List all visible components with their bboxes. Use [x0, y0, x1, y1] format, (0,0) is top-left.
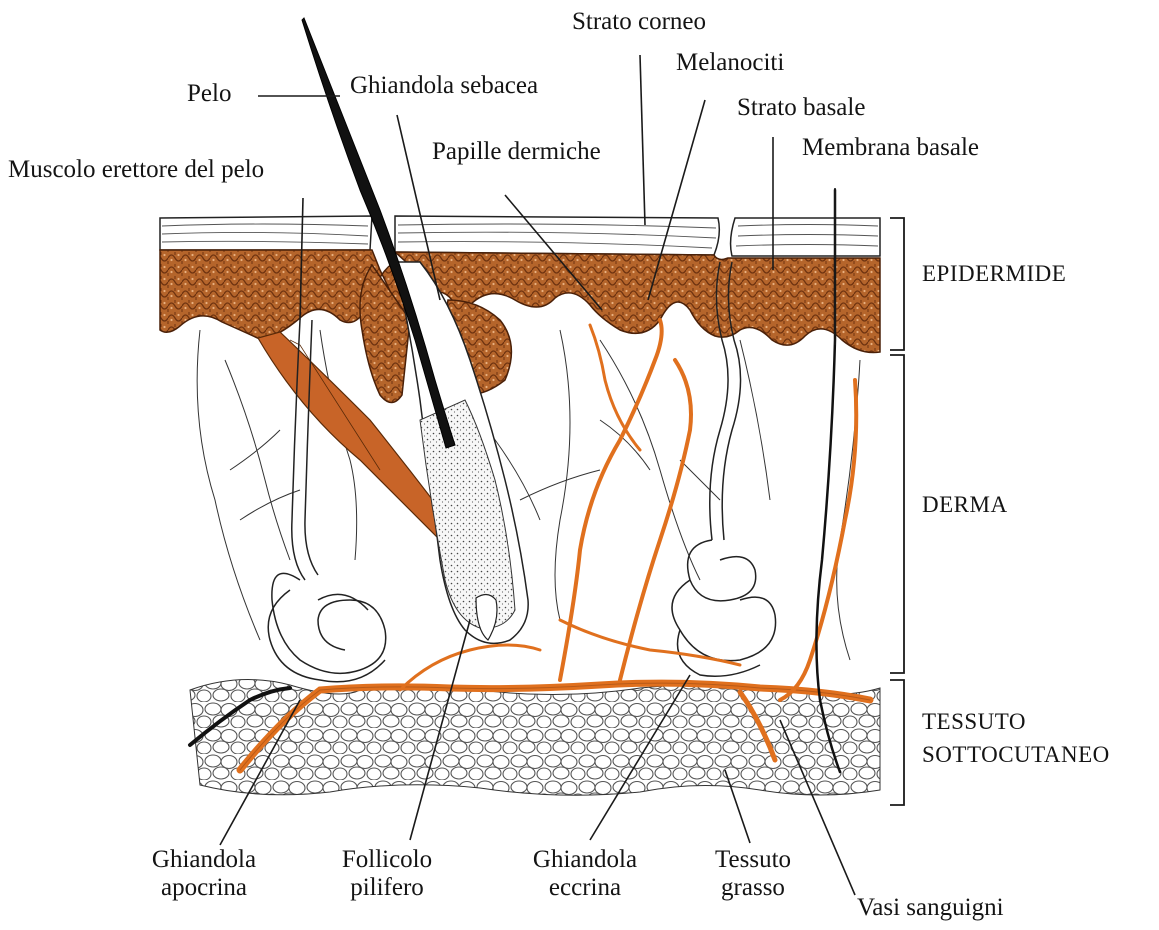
layer-label-epidermide: EPIDERMIDE	[922, 257, 1066, 290]
label-ghiandola-sebacea: Ghiandola sebacea	[350, 72, 538, 100]
label-muscolo-erettore: Muscolo erettore del pelo	[8, 156, 264, 184]
label-tessuto-grasso-line1: Tessuto	[693, 846, 813, 874]
layer-label-sottocutaneo-line2: SOTTOCUTANEO	[922, 738, 1110, 771]
label-melanociti: Melanociti	[676, 49, 784, 77]
label-follicolo-pilifero: Follicolo pilifero	[322, 846, 452, 902]
label-ghiandola-eccrina-line1: Ghiandola	[515, 846, 655, 874]
label-ghiandola-eccrina: Ghiandola eccrina	[515, 846, 655, 902]
label-pelo: Pelo	[187, 80, 231, 108]
label-papille-dermiche: Papille dermiche	[432, 138, 601, 166]
label-ghiandola-apocrina: Ghiandola apocrina	[134, 846, 274, 902]
label-ghiandola-apocrina-line2: apocrina	[134, 874, 274, 902]
label-tessuto-grasso-line2: grasso	[693, 874, 813, 902]
label-ghiandola-apocrina-line1: Ghiandola	[134, 846, 274, 874]
subcutaneous-fat-tissue	[190, 680, 880, 796]
label-vasi-sanguigni: Vasi sanguigni	[857, 894, 1004, 922]
label-strato-corneo: Strato corneo	[572, 8, 706, 36]
label-follicolo-pilifero-line1: Follicolo	[322, 846, 452, 874]
label-strato-basale: Strato basale	[737, 94, 865, 122]
layer-brackets	[890, 218, 904, 805]
layer-label-sottocutaneo-line1: TESSUTO	[922, 705, 1110, 738]
layer-label-derma: DERMA	[922, 488, 1008, 521]
label-tessuto-grasso: Tessuto grasso	[693, 846, 813, 902]
label-ghiandola-eccrina-line2: eccrina	[515, 874, 655, 902]
label-membrana-basale: Membrana basale	[802, 134, 979, 162]
label-follicolo-pilifero-line2: pilifero	[322, 874, 452, 902]
layer-label-sottocutaneo: TESSUTO SOTTOCUTANEO	[922, 705, 1110, 771]
